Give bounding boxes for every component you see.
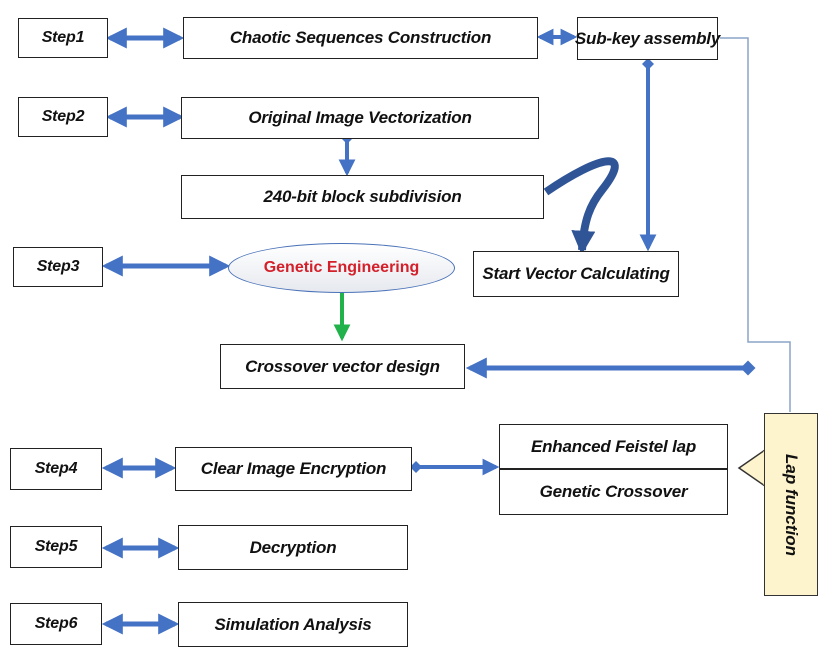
genetic-crossover-box: Genetic Crossover — [499, 469, 728, 515]
step4-label: Step4 — [10, 448, 102, 490]
connector-subkey-right — [720, 37, 791, 412]
start-vector-box: Start Vector Calculating — [473, 251, 679, 297]
simulation-analysis-box: Simulation Analysis — [178, 602, 408, 647]
block-subdivision-box: 240-bit block subdivision — [181, 175, 544, 219]
step6-label: Step6 — [10, 603, 102, 645]
subkey-assembly-box: Sub-key assembly — [575, 17, 720, 60]
image-vectorization-box: Original Image Vectorization — [181, 97, 539, 139]
step1-label: Step1 — [18, 18, 108, 58]
lap-function-callout: Lap function — [764, 413, 818, 596]
step3-label: Step3 — [13, 247, 103, 287]
enhanced-feistel-box: Enhanced Feistel lap — [499, 424, 728, 469]
decryption-box: Decryption — [178, 525, 408, 570]
lap-function-label: Lap function — [782, 453, 801, 556]
crossover-vector-box: Crossover vector design — [220, 344, 465, 389]
chaotic-sequences-box: Chaotic Sequences Construction — [183, 17, 538, 59]
genetic-engineering-ellipse: Genetic Engineering — [228, 243, 455, 293]
clear-image-encryption-box: Clear Image Encryption — [175, 447, 412, 491]
step2-label: Step2 — [18, 97, 108, 137]
lap-pointer — [737, 448, 767, 488]
step5-label: Step5 — [10, 526, 102, 568]
arrow-block-startvector-curve — [543, 157, 619, 255]
